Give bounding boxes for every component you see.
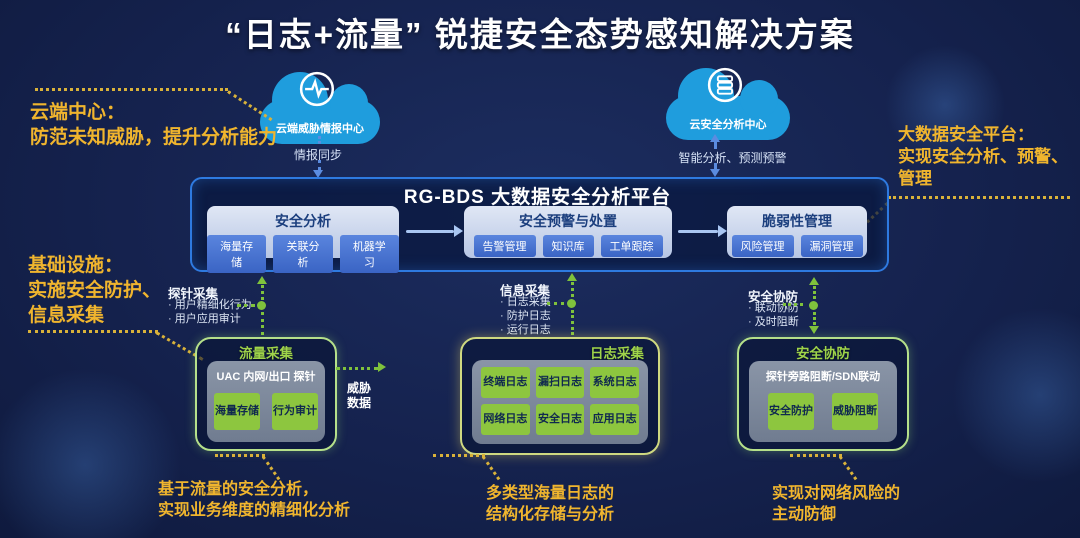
note-big-data: 大数据安全平台： 实现安全分析、预警、 管理: [898, 125, 1068, 188]
cloud-label: 云安全分析中心: [689, 119, 767, 131]
module-vulnerability-mgmt: 脆弱性管理 风险管理 漏洞管理: [727, 206, 867, 258]
defense-inner-panel: 探针旁路阻断/SDN联动 安全防护 威胁阻断: [749, 361, 897, 442]
analysis-label: 智能分析、预测预警: [678, 151, 787, 165]
flow-title-info: 信息采集: [500, 284, 551, 298]
down-arrow-icon: [710, 169, 720, 177]
chip-mass-storage: 海量存储: [207, 235, 267, 273]
dotted-connector: [28, 330, 158, 333]
cell-security-logs: 安全日志: [535, 404, 585, 435]
threat-data-arrow: [336, 367, 378, 370]
cell-app-logs: 应用日志: [590, 404, 639, 435]
flow-arrow: [678, 230, 718, 233]
green-arrow-line: [261, 312, 264, 335]
up-arrow-icon: [710, 134, 720, 142]
cell-network-logs: 网络日志: [481, 404, 530, 435]
cloud-label: 云端威胁情报中心: [276, 123, 364, 135]
green-arrow-line: [571, 310, 574, 335]
down-arrow-icon: [809, 326, 819, 334]
flow-title-probe: 探针采集: [168, 287, 219, 301]
decor-burst: [945, 300, 1080, 490]
note-infrastructure: 基础设施： 实施安全防护、 信息采集: [28, 255, 162, 326]
dotted-connector: [790, 454, 842, 457]
node-dot: [257, 301, 266, 310]
flow-title-codefense: 安全协防: [748, 290, 799, 304]
chip-correlation: 关联分析: [273, 235, 333, 273]
green-connector: [547, 302, 564, 305]
chip-knowledge-base: 知识库: [542, 235, 594, 257]
green-arrow-line: [571, 282, 574, 297]
cell-security-protect: 安全防护: [768, 393, 814, 430]
green-arrow-line: [813, 286, 816, 299]
caption-logs: 多类型海量日志的 结构化存储与分析: [486, 485, 615, 523]
logs-inner-panel: 终端日志 漏扫日志 系统日志 网络日志 安全日志 应用日志: [472, 360, 648, 444]
sync-arrow-line: [318, 136, 321, 144]
box-title: 日志采集: [590, 346, 644, 361]
up-arrow-icon: [257, 276, 267, 284]
right-arrow-icon: [378, 362, 386, 372]
flow-bullets-info: · 日志采集 · 防护日志 · 运行日志: [500, 296, 551, 336]
cloud-shape: [666, 68, 790, 140]
dotted-connector: [481, 455, 501, 481]
right-arrow-icon: [454, 225, 463, 237]
dotted-connector: [215, 454, 265, 457]
dotted-connector: [35, 88, 228, 91]
cell-threat-block: 威胁阻断: [832, 393, 878, 430]
chip-risk-mgmt: 风险管理: [731, 235, 794, 257]
flow-arrow: [406, 230, 454, 233]
green-arrow-line: [813, 312, 816, 325]
green-connector: [237, 304, 255, 307]
box-title: 安全协防: [796, 346, 850, 361]
sync-label: 情报同步: [294, 148, 343, 162]
dotted-connector: [888, 196, 1070, 199]
right-arrow-icon: [718, 225, 727, 237]
pulse-icon: [298, 70, 336, 108]
page-title: “日志+流量” 锐捷安全态势感知解决方案: [225, 16, 855, 53]
uac-probe-label: UAC 内网/出口 探针: [216, 371, 316, 383]
module-title: 安全分析: [275, 213, 331, 229]
note-cloud-center: 云端中心： 防范未知威胁，提升分析能力: [30, 102, 278, 148]
analysis-arrow-line: [714, 142, 717, 148]
box-title: 流量采集: [239, 346, 293, 361]
threat-intel-cloud: 云端威胁情报中心: [260, 70, 380, 148]
module-security-analysis: 安全分析 海量存储 关联分析 机器学习: [207, 206, 399, 273]
module-title: 脆弱性管理: [762, 213, 832, 229]
cloud-analysis-cloud: 云安全分析中心: [666, 66, 790, 144]
up-arrow-icon: [809, 277, 819, 285]
chip-vuln-mgmt: 漏洞管理: [800, 235, 863, 257]
platform-title: RG-BDS 大数据安全分析平台: [403, 187, 672, 208]
green-arrow-line: [261, 285, 264, 300]
cloud-shape: [260, 72, 380, 144]
node-dot: [567, 299, 576, 308]
chip-machine-learning: 机器学习: [339, 235, 399, 273]
traffic-inner-panel: UAC 内网/出口 探针 海量存储 行为审计: [207, 361, 325, 442]
caption-traffic: 基于流量的安全分析， 实现业务维度的精细化分析: [158, 481, 351, 519]
cell-vulnscan-logs: 漏扫日志: [535, 367, 585, 398]
traffic-collection-box: 流量采集 UAC 内网/出口 探针 海量存储 行为审计: [195, 337, 337, 451]
codefense-box: 安全协防 探针旁路阻断/SDN联动 安全防护 威胁阻断: [737, 337, 909, 451]
analysis-arrow-line: [714, 163, 717, 169]
cell-mass-storage: 海量存储: [214, 393, 260, 430]
sync-arrow-line: [318, 160, 321, 170]
dotted-connector: [838, 455, 858, 481]
up-arrow-icon: [567, 273, 577, 281]
module-title: 安全预警与处置: [519, 213, 617, 229]
green-connector: [783, 303, 803, 306]
cell-terminal-logs: 终端日志: [481, 367, 530, 398]
dotted-connector: [261, 455, 281, 481]
cell-system-logs: 系统日志: [590, 367, 639, 398]
dotted-connector: [433, 454, 485, 457]
log-collection-box: 日志采集 终端日志 漏扫日志 系统日志 网络日志 安全日志 应用日志: [460, 337, 660, 455]
sdn-label: 探针旁路阻断/SDN联动: [765, 371, 881, 383]
flow-bullets-probe: · 用户精细化行为 · 用户应用审计: [168, 299, 252, 325]
cell-behavior-audit: 行为审计: [272, 393, 318, 430]
down-arrow-icon: [313, 170, 323, 178]
chip-alert-mgmt: 告警管理: [473, 235, 536, 257]
threat-data-label: 威胁 数据: [347, 381, 372, 410]
module-alert-handling: 安全预警与处置 告警管理 知识库 工单跟踪: [464, 206, 672, 258]
caption-defense: 实现对网络风险的 主动防御: [772, 485, 901, 523]
node-dot: [809, 301, 818, 310]
server-icon: [706, 66, 744, 104]
chip-ticket-tracking: 工单跟踪: [600, 235, 663, 257]
